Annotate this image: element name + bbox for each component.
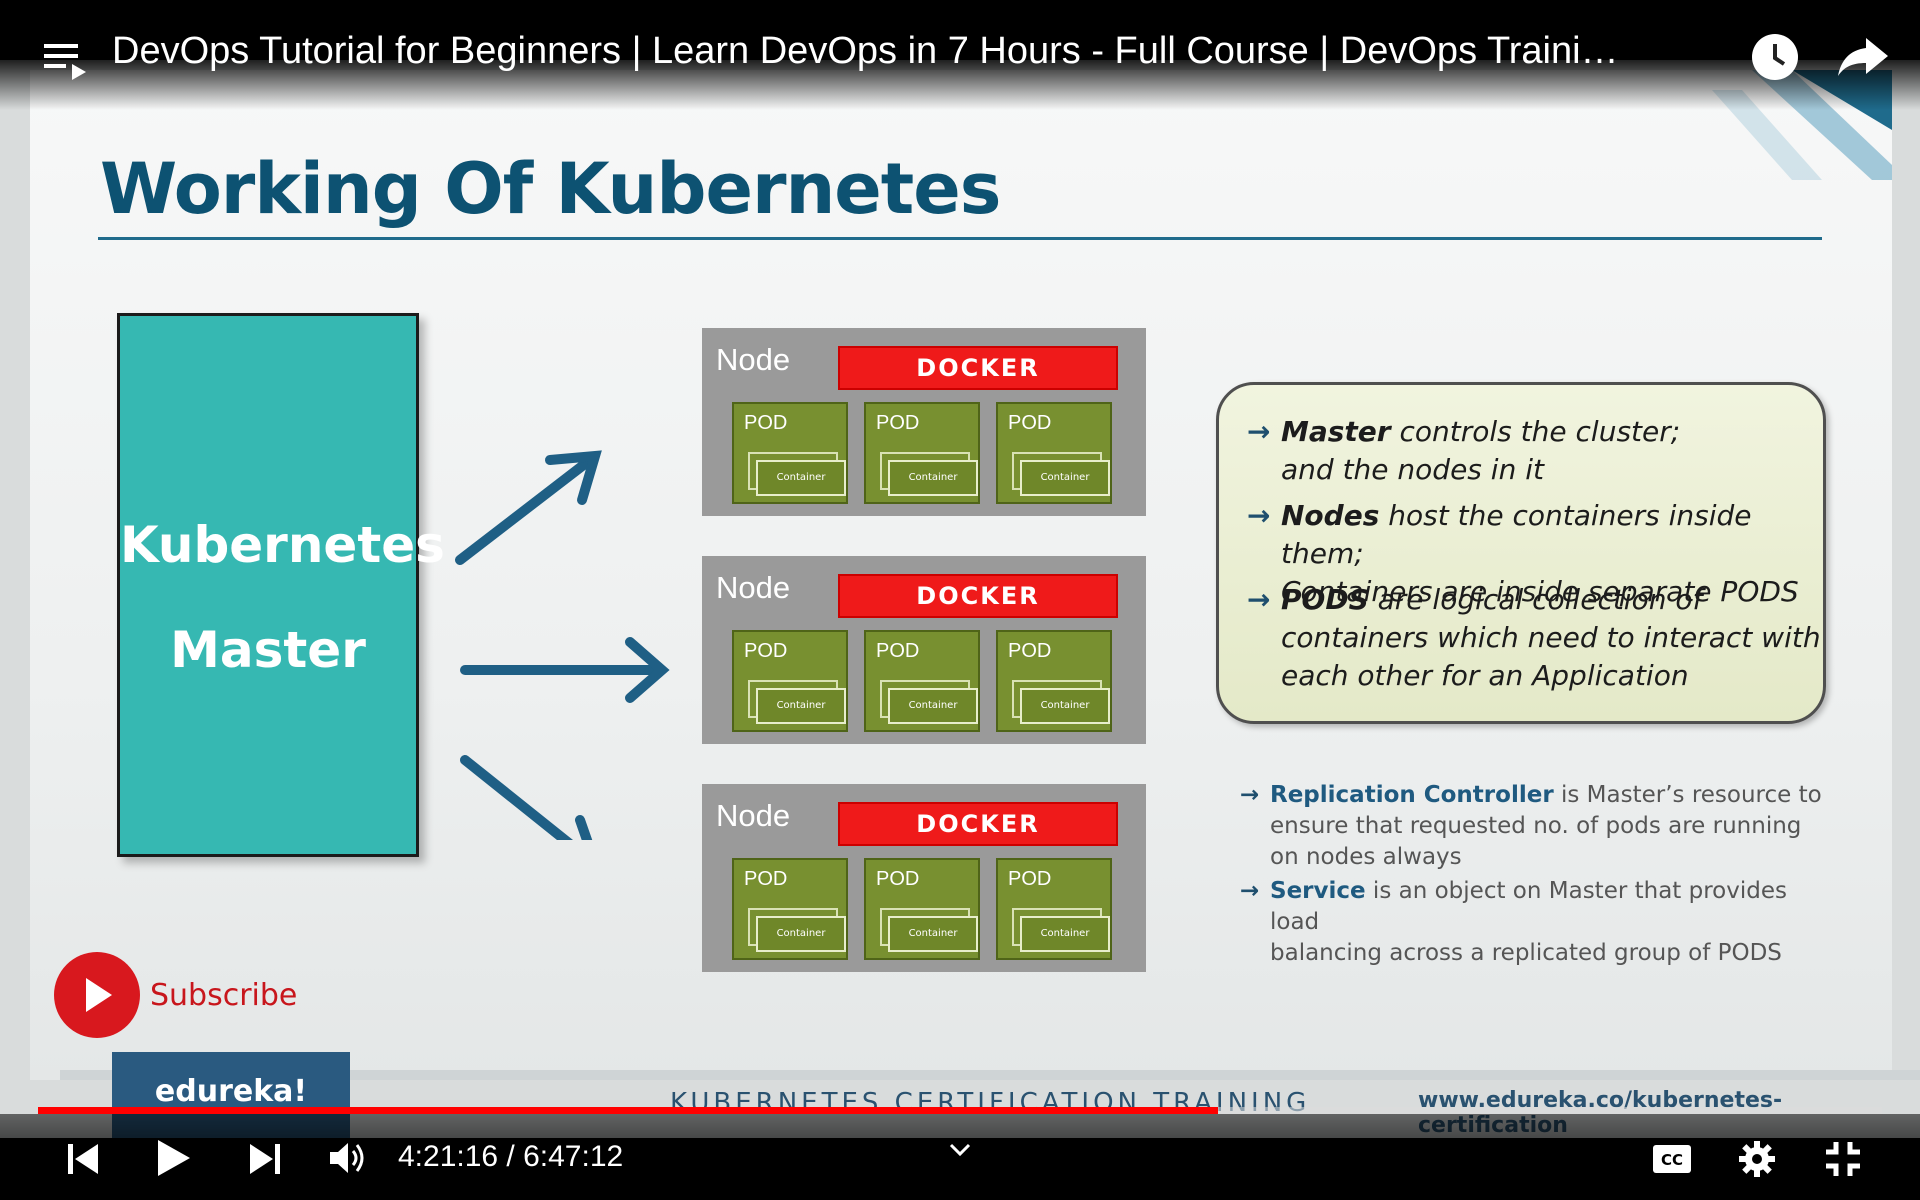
pod: POD Container [732,858,848,960]
arrow-right-icon: → [1240,782,1260,808]
pod: POD Container [996,858,1112,960]
note-text: balancing across a replicated group of P… [1270,940,1782,966]
note-text: ensure that requested no. of pods are ru… [1270,813,1802,839]
playlist-icon[interactable] [40,36,88,84]
pod-label: POD [744,640,788,662]
info-text: Containers are inside separate PODS [1281,575,1799,608]
note-text: on nodes always [1270,844,1462,870]
arrow-right-icon: → [1247,499,1271,532]
volume-icon[interactable] [328,1140,368,1176]
progress-bar[interactable] [38,1107,1882,1114]
slide-title: Working Of Kubernetes [100,148,1001,230]
pod: POD Container [996,630,1112,732]
container: Container [756,916,846,952]
docker-bar: DOCKER [838,346,1118,390]
progress-played [38,1107,1219,1114]
video-frame[interactable]: Working Of Kubernetes Kubernetes Master … [0,60,1920,1138]
docker-bar: DOCKER [838,574,1118,618]
pod: POD Container [864,858,980,960]
player-controls: CC [0,1114,1920,1200]
node-3: Node DOCKER POD Container POD Container … [702,784,1146,972]
pod-label: POD [1008,640,1052,662]
pod: POD Container [864,630,980,732]
player-top-bar: DevOps Tutorial for Beginners | Learn De… [0,0,1920,110]
video-title[interactable]: DevOps Tutorial for Beginners | Learn De… [112,30,1619,72]
subscribe-label[interactable]: Subscribe [150,978,298,1013]
info-text: and the nodes in it [1281,453,1544,486]
pod-label: POD [1008,868,1052,890]
pod: POD Container [996,402,1112,504]
kubernetes-master-box: Kubernetes Master [117,313,445,857]
pod: POD Container [732,630,848,732]
node-label: Node [716,342,791,377]
time-display: 4:21:16 / 6:47:12 [398,1140,624,1173]
container: Container [756,460,846,496]
container: Container [888,460,978,496]
info-text: controls the cluster; [1390,415,1681,448]
container: Container [888,688,978,724]
pod-label: POD [744,868,788,890]
arrow-right-icon: → [1247,415,1271,448]
info-text: each other for an Application [1281,659,1689,692]
info-bold: Master [1281,415,1391,448]
share-icon[interactable] [1836,32,1890,82]
svg-text:CC: CC [1661,1151,1683,1169]
next-icon[interactable] [248,1142,282,1176]
container: Container [1020,916,1110,952]
previous-icon[interactable] [66,1142,100,1176]
note-bold: Service [1270,878,1366,904]
play-icon [86,978,112,1012]
master-label-line1: Kubernetes [120,516,445,574]
info-text: host the containers inside them; [1281,499,1752,570]
node-label: Node [716,798,791,833]
pod-label: POD [876,640,920,662]
arrow-right-icon: → [1240,878,1260,904]
info-bold: Nodes [1281,499,1380,532]
exit-fullscreen-icon[interactable] [1824,1140,1862,1178]
pod-label: POD [744,412,788,434]
info-bold: PODS [1281,583,1369,616]
watch-later-icon[interactable] [1750,32,1800,82]
master-label-line2: Master [170,621,366,679]
play-icon[interactable] [156,1138,192,1178]
slide: Working Of Kubernetes Kubernetes Master … [30,70,1920,1080]
title-divider [98,237,1822,240]
note-bold: Replication Controller [1270,782,1554,808]
pod-label: POD [876,868,920,890]
master-to-node-arrows [455,450,670,840]
container: Container [1020,460,1110,496]
pod-label: POD [876,412,920,434]
container: Container [888,916,978,952]
pod-label: POD [1008,412,1052,434]
container: Container [1020,688,1110,724]
pod: POD Container [732,402,848,504]
note-text: is Master’s resource to [1553,782,1822,808]
slide-footer [60,1070,1920,1080]
info-text: are logical collection of [1368,583,1703,616]
info-callout: → Master controls the cluster; and the no… [1216,382,1826,724]
chevron-down-icon[interactable] [948,1140,972,1160]
docker-bar: DOCKER [838,802,1118,846]
settings-gear-icon[interactable] [1738,1140,1776,1178]
captions-icon[interactable]: CC [1652,1144,1692,1174]
note-text: is an object on Master that provides loa… [1270,878,1787,935]
arrow-right-icon: → [1247,583,1271,616]
container: Container [756,688,846,724]
node-2: Node DOCKER POD Container POD Container … [702,556,1146,744]
node-label: Node [716,570,791,605]
pod: POD Container [864,402,980,504]
info-text: containers which need to interact with [1281,621,1821,654]
node-1: Node DOCKER POD Container POD Container … [702,328,1146,516]
